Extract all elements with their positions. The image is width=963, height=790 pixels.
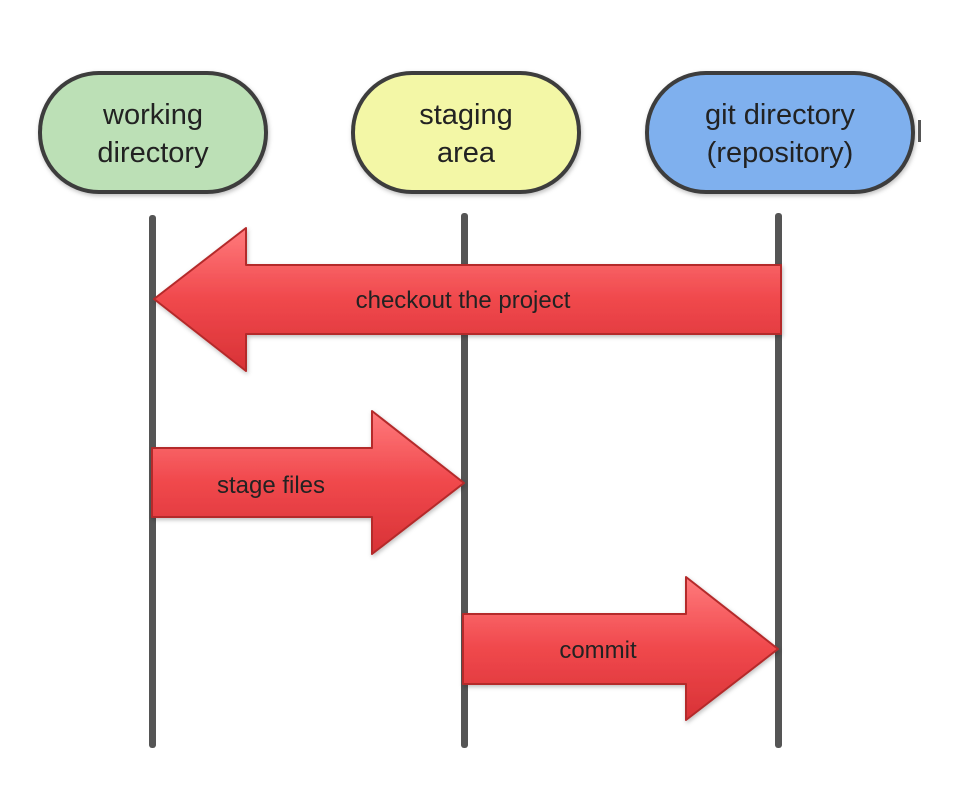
node-working-directory-line-1: working: [102, 99, 203, 131]
arrow-checkout-label: checkout the project: [356, 287, 571, 314]
arrow-checkout-shape: [153, 227, 782, 372]
arrow-stage-files-shape: [151, 410, 465, 555]
arrow-stage-files: stage files: [151, 410, 465, 555]
arrow-checkout: checkout the project: [153, 227, 782, 372]
arrow-commit-shape: [462, 576, 779, 721]
node-working-directory-box: [38, 71, 268, 194]
node-working-directory-line-2: directory: [97, 137, 209, 169]
node-working-directory: working directory: [38, 71, 268, 194]
lifeline-git-directory: [775, 213, 782, 748]
node-git-directory-line-2: (repository): [707, 137, 854, 169]
arrow-stage-files-label: stage files: [217, 472, 325, 499]
node-git-directory: git directory (repository): [645, 71, 915, 194]
edge-mark: [918, 120, 921, 142]
node-staging-area-box: [351, 71, 581, 194]
node-staging-area: staging area: [351, 71, 581, 194]
node-staging-area-line-2: area: [437, 137, 496, 169]
arrow-commit-label: commit: [559, 637, 637, 664]
node-git-directory-line-1: git directory: [705, 99, 855, 131]
node-git-directory-box: [645, 71, 915, 194]
node-staging-area-line-1: staging: [419, 99, 513, 131]
arrow-commit: commit: [462, 576, 779, 721]
